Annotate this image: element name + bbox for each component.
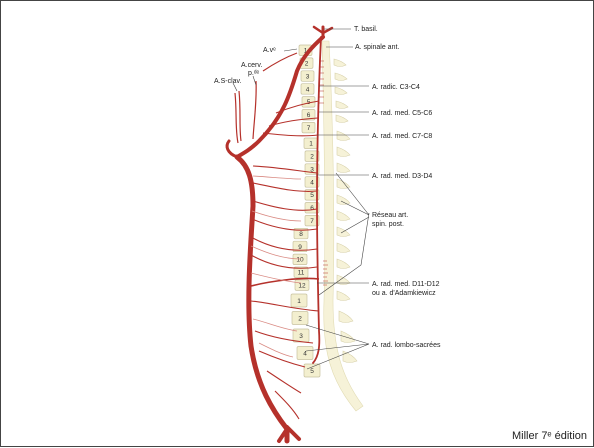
spinal-cord-shadow: [322, 41, 363, 411]
vertebra-thoracic-label: 4: [310, 179, 314, 186]
label-spin-post: spin. post.: [372, 221, 404, 228]
label-a-rad-med-d3d4: A. rad. med. D3-D4: [372, 173, 432, 180]
vertebra-lumbar-label: 5: [310, 368, 314, 375]
label-a-vertebral: A.vᵉ: [263, 47, 276, 54]
spinous-processes: [334, 59, 357, 363]
label-a-rad-med-c5c6: A. rad. med. C5-C6: [372, 110, 432, 117]
vertebra-cervical-label: 6: [307, 112, 311, 119]
label-reseau-art: Réseau art.: [372, 212, 408, 219]
vertebra-thoracic-label: 1: [309, 141, 313, 148]
vertebra-cervical-label: 2: [305, 60, 309, 67]
label-a-rad-med-d11d12: A. rad. med. D11-D12: [372, 281, 440, 288]
label-a-spinale-ant: A. spinale ant.: [355, 44, 399, 51]
vertebra-thoracic-label: 11: [298, 270, 305, 277]
label-a-rad-lombo-sacrees: A. rad. lombo-sacrées: [372, 342, 441, 349]
vertebra-thoracic-label: 7: [310, 218, 314, 225]
vertebra-thoracic-label: 8: [299, 231, 303, 238]
label-adamkiewicz: ou a. d'Adamkiewicz: [372, 290, 436, 297]
vertebra-cervical-label: 3: [306, 73, 310, 80]
label-a-rad-med-c7c8: A. rad. med. C7-C8: [372, 133, 432, 140]
vertebra-lumbar-label: 4: [303, 350, 307, 357]
vertebra-lumbar-label: 2: [298, 315, 302, 322]
label-t-basil: T. basil.: [354, 26, 378, 33]
vertebra-thoracic-label: 12: [298, 282, 306, 289]
vertebra-cervical-label: 7: [307, 125, 311, 132]
aorta: [237, 157, 287, 441]
vertebra-thoracic-label: 10: [296, 257, 304, 264]
vertebra-lumbar-label: 3: [299, 333, 303, 340]
vertebra-lumbar-label: 1: [297, 298, 301, 305]
vertebra-thoracic-label: 2: [310, 153, 314, 160]
vertebra-thoracic-label: 6: [310, 205, 314, 212]
label-a-radic-c3c4: A. radic. C3-C4: [372, 84, 420, 91]
subclavian-trunk: [227, 141, 237, 157]
label-a-cerv-2: p.ᵈᵉ: [248, 70, 259, 77]
vertebra-cervical-label: 4: [306, 86, 310, 93]
source-citation: Miller 7ᵉ édition: [512, 430, 587, 442]
label-a-cerv: A.cerv.: [241, 62, 262, 69]
label-a-s-clav: A.S-clav.: [214, 78, 242, 85]
vertebra-thoracic-label: 5: [310, 192, 314, 199]
